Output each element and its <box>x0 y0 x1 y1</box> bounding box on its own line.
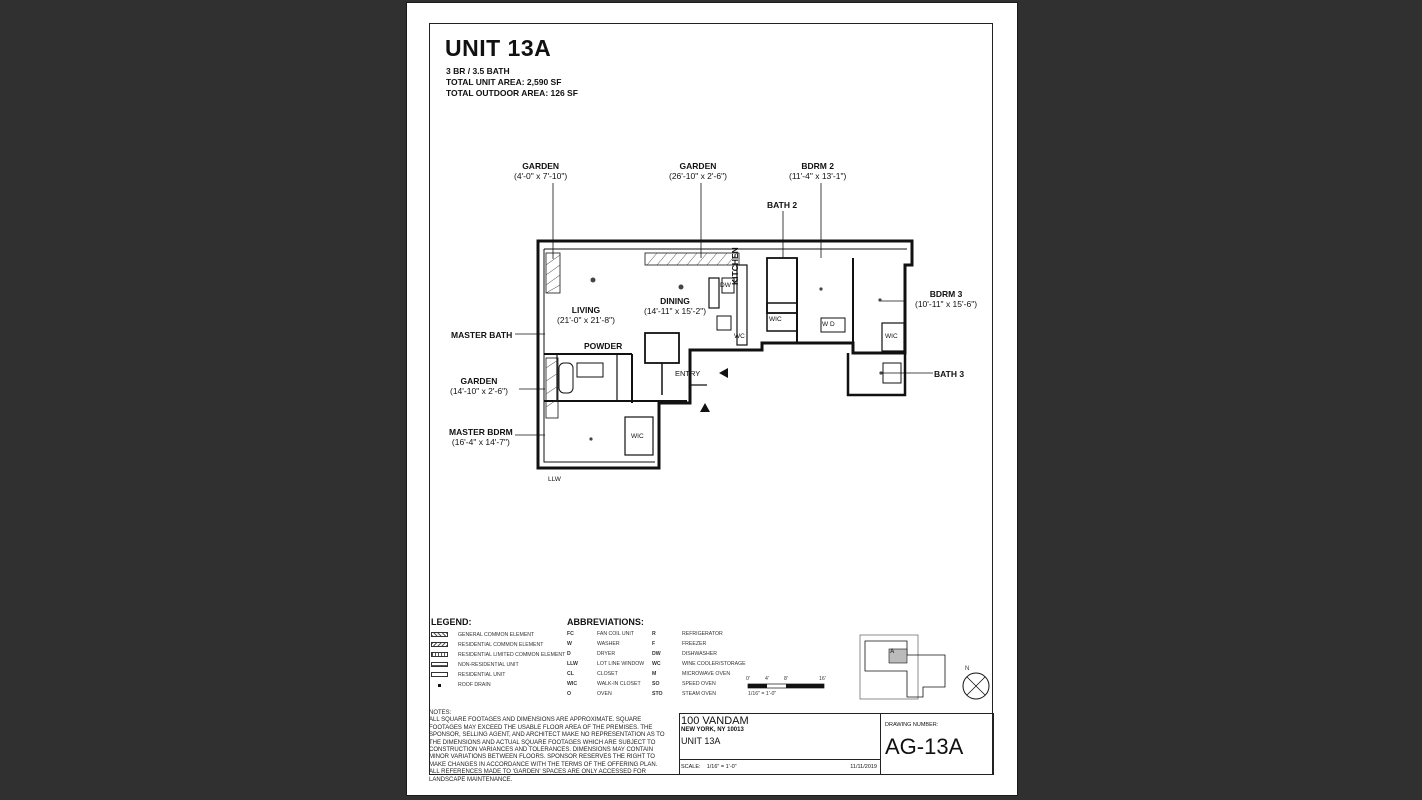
legend-item: RESIDENTIAL COMMON ELEMENT <box>458 642 544 648</box>
project-address: NEW YORK, NY 10013 <box>681 727 744 733</box>
legend-item: RESIDENTIAL LIMITED COMMON ELEMENT <box>458 652 566 658</box>
legend-item: ROOF DRAIN <box>458 682 491 688</box>
room-bdrm-3: BDRM 3(10'-11" x 15'-6") <box>915 289 978 309</box>
drawing-number: AG-13A <box>885 734 964 759</box>
room-powder: POWDER <box>584 341 623 351</box>
room-entry: ENTRY <box>675 369 701 378</box>
legend-title: LEGEND: <box>431 617 472 627</box>
scale-tick: 0' <box>746 676 750 682</box>
scale-bar <box>747 683 825 689</box>
legend-item: GENERAL COMMON ELEMENT <box>458 632 535 638</box>
floorplan-page: UNIT 13A 3 BR / 3.5 BATH TOTAL UNIT AREA… <box>407 3 1017 795</box>
key-plan <box>859 634 990 700</box>
room-master-bdrm: MASTER BDRM(16'-4" x 14'-7") <box>449 427 513 447</box>
washer-dryer-label: W D <box>822 321 835 328</box>
title-block: 100 VANDAM NEW YORK, NY 10013 UNIT 13A S… <box>679 713 881 775</box>
room-master-bath: MASTER BATH <box>451 330 513 340</box>
legend-swatch-residential-limited <box>431 652 448 657</box>
notes-heading: NOTES: <box>429 710 452 716</box>
room-living: LIVING(21'-0" x 21'-8") <box>557 305 615 325</box>
room-garden-2: GARDEN(26'-10" x 2'-6") <box>669 161 727 181</box>
legend-item: RESIDENTIAL UNIT <box>458 672 506 678</box>
room-garden-1: GARDEN(4'-0" x 7'-10") <box>514 161 568 181</box>
total-outdoor-area: TOTAL OUTDOOR AREA: 126 SF <box>446 88 578 98</box>
floor-plan-drawing <box>515 183 933 470</box>
legend-item: NON-RESIDENTIAL UNIT <box>458 662 519 668</box>
legend-swatch-roof-drain <box>438 684 441 687</box>
room-dining: DINING(14'-11" x 15'-2") <box>644 296 707 316</box>
drawing-number-label: DRAWING NUMBER: <box>885 722 939 728</box>
project-name: 100 VANDAM <box>681 715 749 727</box>
beds-baths: 3 BR / 3.5 BATH <box>446 66 510 76</box>
keyplan-unit-letter: A <box>890 649 895 655</box>
unit-title: UNIT 13A <box>445 35 552 61</box>
legend-swatch-residential-unit <box>431 672 448 677</box>
wic-bdrm-3: WIC <box>885 333 898 340</box>
drawing-number-block: DRAWING NUMBER: AG-13A <box>880 713 994 775</box>
notes-text: ALL SQUARE FOOTAGES AND DIMENSIONS ARE A… <box>429 717 665 783</box>
wine-cooler-label: WC <box>734 333 745 340</box>
north-arrow-icon: N <box>965 666 970 672</box>
notes: NOTES: ALL SQUARE FOOTAGES AND DIMENSION… <box>429 710 665 784</box>
scale-label: 1/16" = 1'-0" <box>748 691 777 697</box>
scale-tick: 4' <box>765 676 769 682</box>
room-bdrm-2: BDRM 2(11'-4" x 13'-1") <box>789 161 847 181</box>
legend-swatch-general-common <box>431 632 448 637</box>
legend-swatch-residential-common <box>431 642 448 647</box>
dishwasher-label: DW <box>720 282 731 289</box>
scale-tick: 16' <box>819 676 826 682</box>
drawing-date: 11/11/2019 <box>850 764 877 770</box>
total-unit-area: TOTAL UNIT AREA: 2,590 SF <box>446 77 562 87</box>
lot-line-window-label: LLW <box>548 476 561 483</box>
unit-label: UNIT 13A <box>681 736 721 746</box>
legend-swatch-non-residential <box>431 662 448 667</box>
scale-field: SCALE: 1/16" = 1'-0" <box>681 764 737 770</box>
scale-tick: 8' <box>784 676 788 682</box>
room-garden-3: GARDEN(14'-10" x 2'-6") <box>450 376 508 396</box>
wic-bdrm-2: WIC <box>769 316 782 323</box>
room-bath-3: BATH 3 <box>934 369 965 379</box>
wic-master: WIC <box>631 433 644 440</box>
abbreviations-title: ABBREVIATIONS: <box>567 617 644 627</box>
room-bath-2: BATH 2 <box>767 200 798 210</box>
